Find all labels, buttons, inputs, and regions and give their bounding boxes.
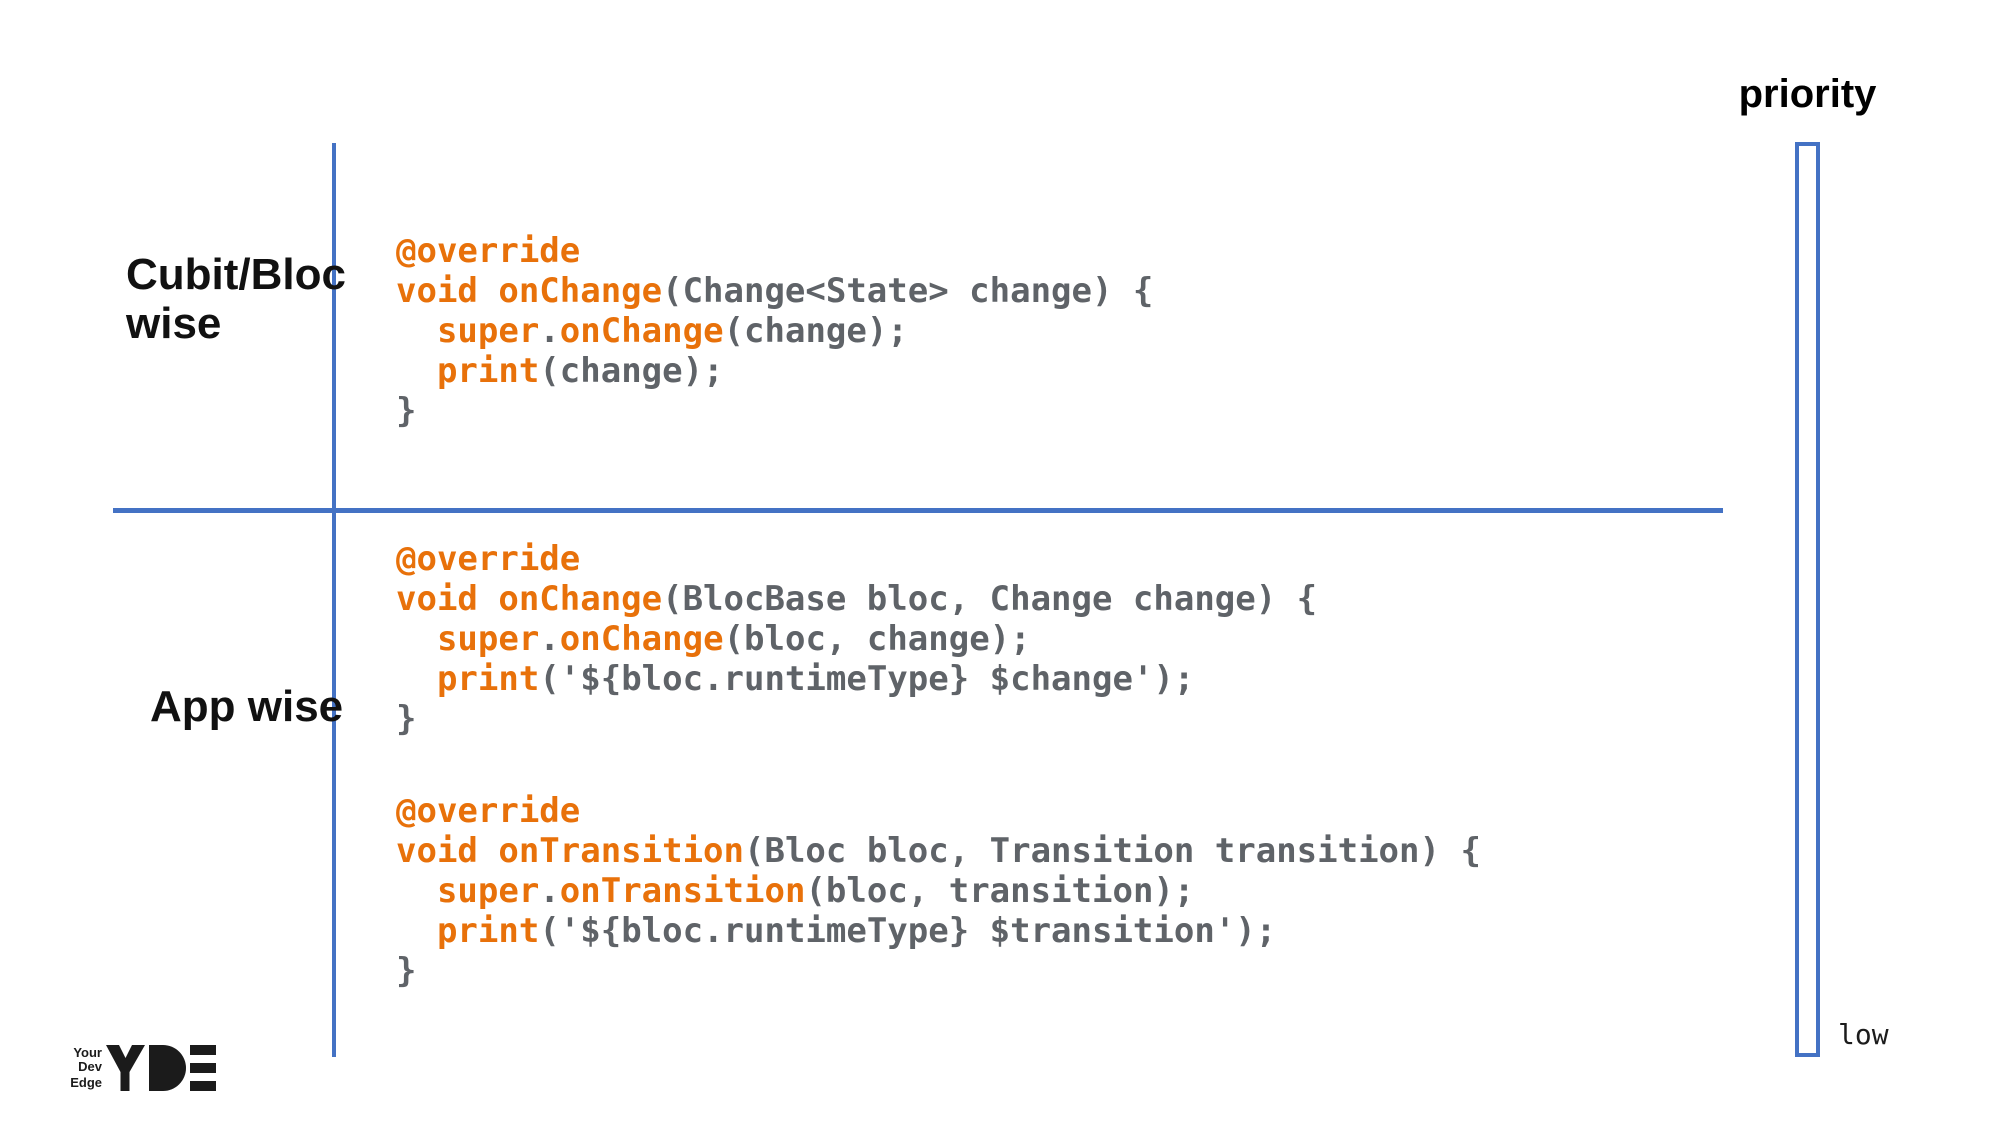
code-text: (bloc, transition); [805,871,1195,911]
code-keyword: void onChange [396,271,663,311]
code-keyword: onTransition [559,871,806,911]
code-line: print('${bloc.runtimeType} $change'); [396,659,1317,699]
code-line: } [396,951,1481,991]
code-line: void onChange(BlocBase bloc, Change chan… [396,579,1317,619]
code-text [396,351,437,391]
logo-letter-d [149,1045,186,1091]
yde-logo: Your Dev Edge [56,1045,216,1091]
code-text [396,311,437,351]
code-line: void onChange(Change<State> change) { [396,271,1153,311]
code-keyword: void onTransition [396,831,744,871]
vertical-axis-line [332,143,336,1057]
logo-tagline-dev: Dev [78,1059,103,1074]
code-line: print(change); [396,351,1153,391]
code-text: . [539,871,560,911]
quadrant-label-app-wise: App wise [150,682,344,731]
code-text: . [539,619,560,659]
code-line: super.onChange(change); [396,311,1153,351]
code-line: void onTransition(Bloc bloc, Transition … [396,831,1481,871]
priority-axis-low-label: low [1838,1018,1889,1051]
code-text: } [396,951,417,991]
code-text [396,911,437,951]
code-line: super.onChange(bloc, change); [396,619,1317,659]
quadrant-label-line1: Cubit/Bloc [126,250,346,299]
code-keyword: print [436,659,540,699]
code-text: (Bloc bloc, Transition transition) { [744,831,1481,871]
code-line: @override [396,791,1481,831]
code-text: (Change<State> change) { [662,271,1154,311]
code-text: (change); [723,311,908,351]
code-text [396,659,437,699]
code-text: } [396,699,417,739]
code-keyword: super [436,311,540,351]
code-keyword: @override [396,791,581,831]
logo-tagline-your: Your [73,1045,102,1060]
logo-letter-y [106,1045,145,1091]
code-text: (change); [539,351,724,391]
yde-logo-graphic: Your Dev Edge [70,1045,216,1091]
quadrant-label-cubit-bloc-wise: Cubit/Bloc wise [126,250,346,348]
quadrant-label-line2: wise [126,299,222,348]
code-keyword: super [436,871,540,911]
logo-yde-mark [106,1045,216,1091]
code-line: print('${bloc.runtimeType} $transition')… [396,911,1481,951]
priority-axis-title: priority [1738,72,1877,116]
code-line: } [396,699,1317,739]
code-text: (BlocBase bloc, Change change) { [662,579,1318,619]
logo-letter-e [190,1045,216,1091]
code-text [396,619,437,659]
horizontal-axis-line [113,508,1723,513]
code-keyword: @override [396,231,581,271]
code-text: } [396,391,417,431]
code-text: ('${bloc.runtimeType} $change'); [539,659,1195,699]
code-line: @override [396,231,1153,271]
code-text: . [539,311,560,351]
code-line: @override [396,539,1317,579]
code-keyword: @override [396,539,581,579]
code-keyword: super [436,619,540,659]
priority-axis-bar [1795,142,1820,1057]
code-line: super.onTransition(bloc, transition); [396,871,1481,911]
code-keyword: onChange [559,619,724,659]
code-keyword: void onChange [396,579,663,619]
code-keyword: print [436,911,540,951]
code-line: } [396,391,1153,431]
code-keyword: print [436,351,540,391]
code-text: (bloc, change); [723,619,1031,659]
code-keyword: onChange [559,311,724,351]
code-text: ('${bloc.runtimeType} $transition'); [539,911,1277,951]
logo-tagline-edge: Edge [70,1075,102,1090]
code-text [396,871,437,911]
